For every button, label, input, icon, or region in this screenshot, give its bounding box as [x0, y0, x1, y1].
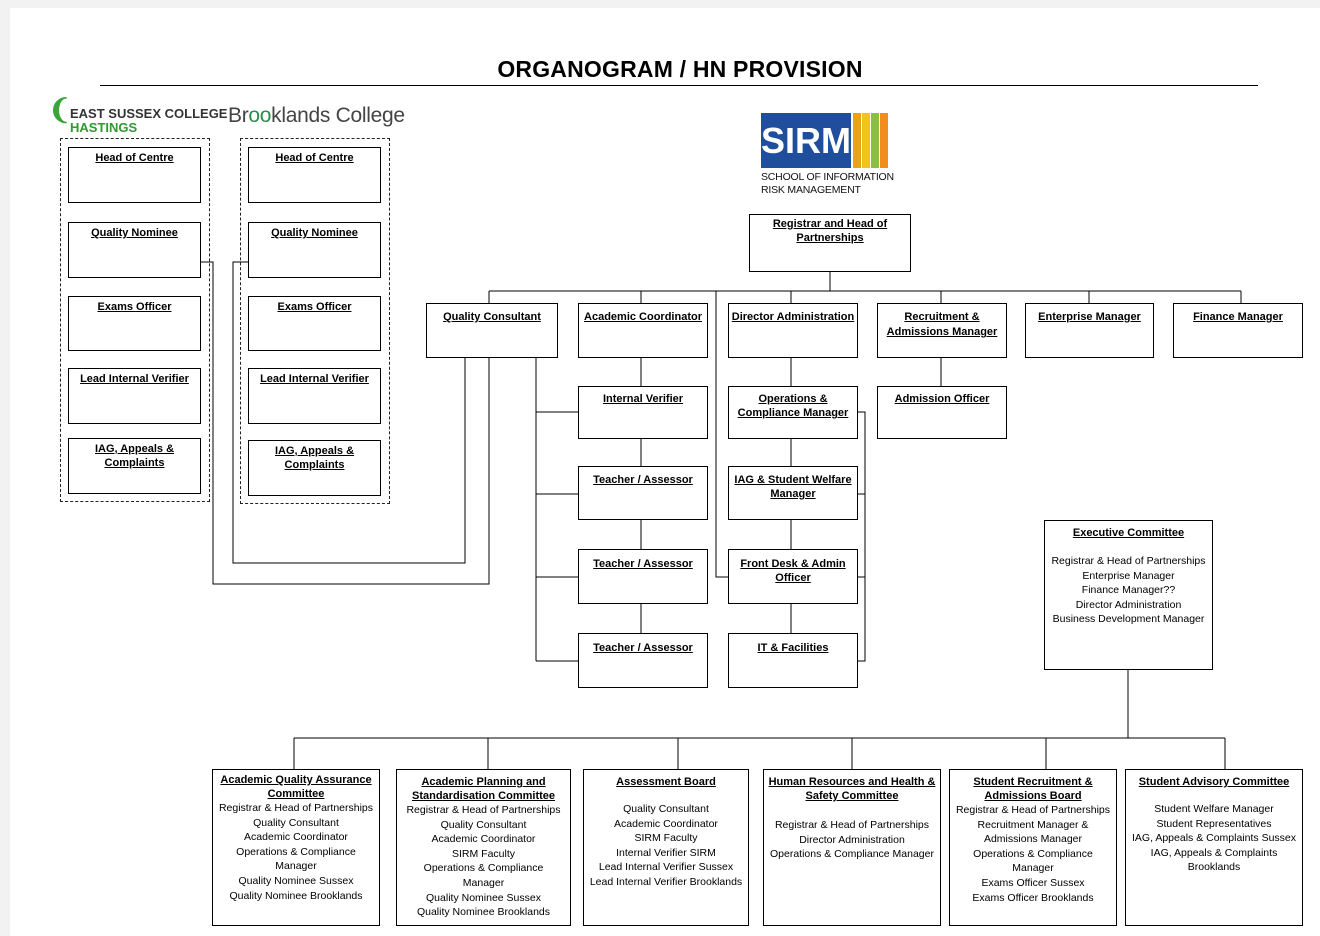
front-desk-admin-officer: Front Desk & Admin Officer [728, 549, 858, 604]
internal-verifier: Internal Verifier [578, 386, 708, 439]
page-title: ORGANOGRAM / HN PROVISION [497, 56, 863, 82]
esc-exams-officer: Exams Officer [68, 296, 201, 351]
brooklands-head-of-centre: Head of Centre [248, 147, 381, 203]
brooklands-college-logo: Brooklands College [228, 104, 405, 128]
sirm-color-bar [880, 113, 888, 168]
teacher-assessor-2: Teacher / Assessor [578, 549, 708, 604]
sirm-color-bar [871, 113, 879, 168]
admission-officer: Admission Officer [877, 386, 1007, 439]
esc-iag-appeals-complaints: IAG, Appeals & Complaints [68, 438, 201, 494]
esc-logo-line1: EAST SUSSEX COLLEGE [70, 106, 228, 121]
executive-committee: Executive Committee Registrar & Head of … [1044, 520, 1213, 670]
brooklands-logo-part1: Br [228, 104, 249, 127]
student-advisory-committee: Student Advisory Committee Student Welfa… [1125, 769, 1303, 926]
academic-coordinator: Academic Coordinator [578, 303, 708, 358]
sirm-color-bar [862, 113, 870, 168]
esc-logo-line2: HASTINGS [70, 120, 138, 135]
esc-head-of-centre: Head of Centre [68, 147, 201, 203]
esc-lead-internal-verifier: Lead Internal Verifier [68, 368, 201, 424]
brooklands-iag-appeals-complaints: IAG, Appeals & Complaints [248, 440, 381, 496]
sirm-logo-line1: SCHOOL OF INFORMATION [761, 171, 894, 183]
recruitment-admissions-manager: Recruitment & Admissions Manager [877, 303, 1007, 358]
student-recruitment-admissions-board: Student Recruitment & Admissions Board R… [949, 769, 1117, 926]
academic-quality-assurance-committee: Academic Quality Assurance Committee Reg… [212, 769, 380, 926]
iag-student-welfare-manager: IAG & Student Welfare Manager [728, 466, 858, 520]
academic-planning-standardisation-committee: Academic Planning and Standardisation Co… [396, 769, 571, 926]
finance-manager: Finance Manager [1173, 303, 1303, 358]
assessment-board: Assessment Board Quality Consultant Acad… [583, 769, 749, 926]
brooklands-logo-part2: klands College [271, 104, 405, 127]
esc-quality-nominee: Quality Nominee [68, 222, 201, 278]
leaf-icon: ❨ [48, 94, 72, 125]
east-sussex-college-logo: ❨ EAST SUSSEX COLLEGE HASTINGS [48, 94, 227, 136]
east-sussex-group [60, 138, 210, 502]
teacher-assessor-3: Teacher / Assessor [578, 633, 708, 688]
title-rule [100, 85, 1258, 86]
registrar-head-of-partnerships: Registrar and Head of Partnerships [749, 214, 911, 272]
sirm-logo-line2: RISK MANAGEMENT [761, 184, 861, 196]
brooklands-group [240, 138, 390, 504]
quality-consultant: Quality Consultant [426, 303, 558, 358]
sirm-logo-mark: SIRM [761, 113, 851, 168]
enterprise-manager: Enterprise Manager [1025, 303, 1154, 358]
sirm-color-bar [853, 113, 861, 168]
director-administration: Director Administration [728, 303, 858, 358]
brooklands-logo-oo: oo [248, 104, 272, 127]
brooklands-quality-nominee: Quality Nominee [248, 222, 381, 278]
human-resources-health-safety-committee: Human Resources and Health & Safety Comm… [763, 769, 941, 926]
brooklands-lead-internal-verifier: Lead Internal Verifier [248, 368, 381, 424]
teacher-assessor-1: Teacher / Assessor [578, 466, 708, 520]
operations-compliance-manager: Operations & Compliance Manager [728, 386, 858, 439]
brooklands-exams-officer: Exams Officer [248, 296, 381, 351]
it-facilities: IT & Facilities [728, 633, 858, 688]
sirm-logo: SIRM SCHOOL OF INFORMATION RISK MANAGEME… [761, 113, 901, 203]
